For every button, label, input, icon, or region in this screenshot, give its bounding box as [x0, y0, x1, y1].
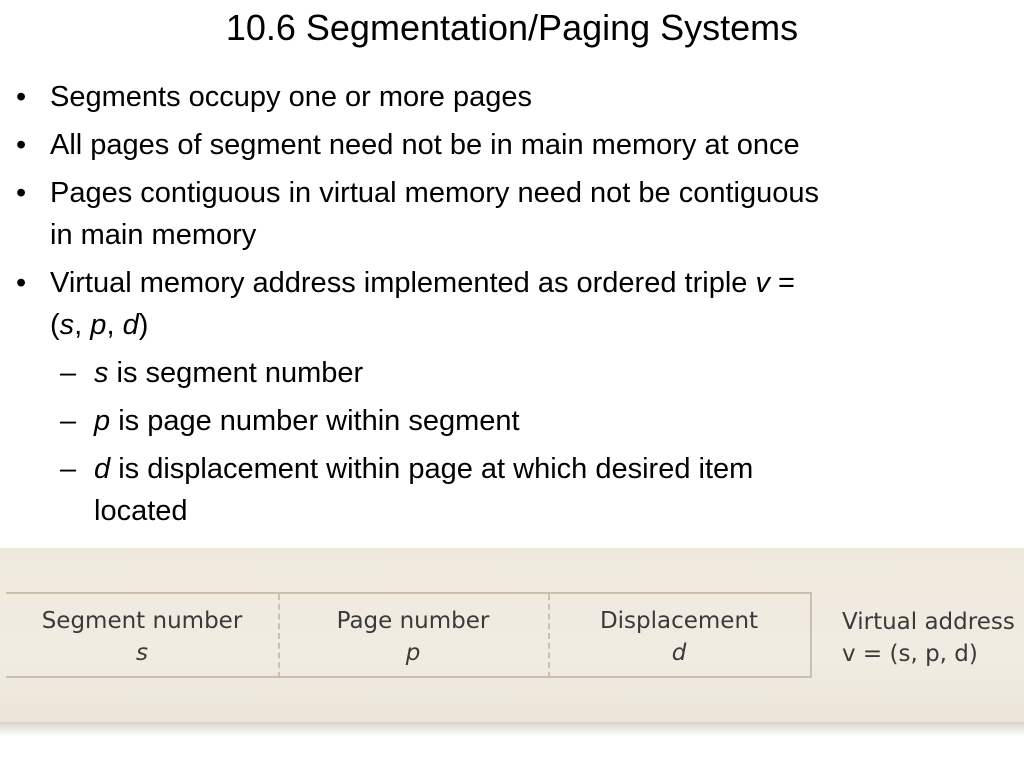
sub-bullet-text-line2: located — [94, 495, 188, 527]
var-v: v — [755, 267, 770, 299]
field-symbol: p — [405, 640, 421, 666]
sub-bullet-item: – d is displacement within page at which… — [14, 448, 974, 532]
field-displacement: Displacement d — [548, 594, 810, 678]
comma: , — [106, 309, 123, 341]
comma: , — [74, 309, 91, 341]
bullet-text: Segments occupy one or more pages — [50, 81, 532, 113]
bullet-text-line1: Virtual memory address implemented as or… — [50, 262, 974, 304]
figure-shadow — [0, 722, 1024, 736]
bullet-text-line2: in main memory — [50, 219, 257, 251]
bullet-text-line1: Pages contiguous in virtual memory need … — [50, 177, 819, 209]
field-name: Page number — [336, 608, 490, 634]
bullet-mark: • — [16, 177, 27, 209]
var-s: s — [59, 309, 75, 341]
open-paren: ( — [50, 309, 60, 341]
sub-bullet-desc: is displacement within page at which des… — [110, 453, 754, 485]
sub-bullet-item: – s is segment number — [14, 352, 974, 394]
field-symbol: d — [671, 640, 687, 666]
bullet-item: • Segments occupy one or more pages — [14, 76, 974, 118]
bullet-text-line2: (s, p, d) — [50, 304, 974, 346]
field-divider — [548, 594, 550, 678]
bullet-mark: • — [16, 267, 27, 299]
sub-bullet-mark: – — [60, 405, 77, 437]
sub-bullet-desc: is page number within segment — [110, 405, 520, 437]
field-page-number: Page number p — [278, 594, 548, 678]
var-d: d — [122, 309, 139, 341]
bullet-item: • Virtual memory address implemented as … — [14, 262, 974, 346]
slide-title: 10.6 Segmentation/Paging Systems — [225, 7, 799, 48]
figure-caption: Virtual address v = (s, p, d) — [842, 606, 1015, 670]
bullet-text: All pages of segment need not be in main… — [50, 129, 800, 161]
address-figure: Segment number s Page number p Displacem… — [0, 548, 1024, 730]
sub-bullet-mark: – — [60, 357, 77, 389]
field-name: Displacement — [599, 608, 759, 634]
caption-line2: v = (s, p, d) — [842, 641, 978, 667]
bullet-mark: • — [16, 81, 27, 113]
sub-bullet-text: s is segment number — [94, 352, 974, 394]
sub-bullet-mark: – — [60, 453, 77, 485]
bullet-item: • Pages contiguous in virtual memory nee… — [14, 172, 974, 256]
var-s: s — [94, 357, 109, 389]
bullet-text: Virtual memory address implemented as or… — [50, 267, 756, 299]
sub-bullet-text: p is page number within segment — [94, 400, 974, 442]
field-divider — [278, 594, 280, 678]
equals-sign: = — [769, 267, 795, 299]
bullet-list: • Segments occupy one or more pages • Al… — [14, 76, 974, 538]
var-d: d — [94, 453, 111, 485]
sub-bullet-text-line1: d is displacement within page at which d… — [94, 448, 974, 490]
sub-bullet-desc: is segment number — [108, 357, 364, 389]
caption-line1: Virtual address — [842, 609, 1015, 635]
bullet-mark: • — [16, 129, 27, 161]
field-symbol: s — [136, 640, 148, 666]
field-segment-number: Segment number s — [6, 594, 278, 678]
bullet-item: • All pages of segment need not be in ma… — [14, 124, 974, 166]
sub-bullet-item: – p is page number within segment — [14, 400, 974, 442]
var-p: p — [90, 309, 107, 341]
close-paren: ) — [138, 309, 149, 341]
address-format-box: Segment number s Page number p Displacem… — [6, 592, 812, 678]
field-name: Segment number — [41, 608, 243, 634]
var-p: p — [94, 405, 111, 437]
